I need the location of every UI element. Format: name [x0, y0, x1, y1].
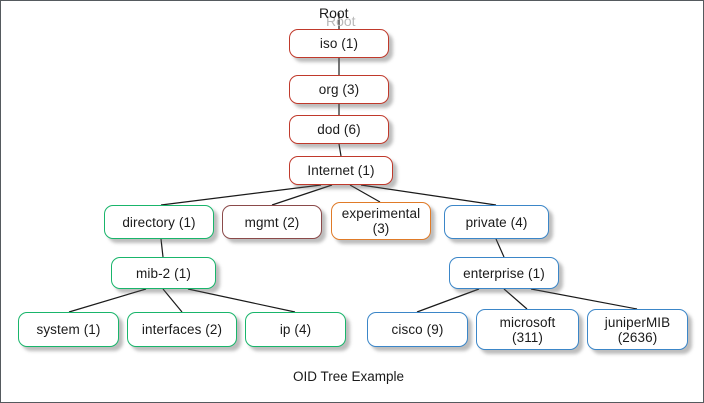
edge-internet-to-experimental: [349, 184, 381, 203]
tree-node-label-directory: directory (1): [122, 214, 196, 230]
tree-node-label-juniperMIB: juniperMIB (2636): [604, 314, 671, 345]
edge-private-to-enterprise: [495, 238, 505, 258]
tree-node-directory[interactable]: directory (1): [104, 205, 214, 239]
tree-node-cisco[interactable]: cisco (9): [367, 312, 468, 347]
root-label: Root: [319, 5, 349, 21]
tree-node-label-ip: ip (4): [279, 322, 312, 337]
root-label-shadow: Root: [326, 13, 356, 29]
tree-node-label-internet: Internet (1): [307, 163, 375, 178]
tree-node-interfaces[interactable]: interfaces (2): [127, 312, 237, 347]
tree-node-iso[interactable]: iso (1): [289, 29, 389, 58]
edge-mib2-to-interfaces: [162, 288, 183, 313]
tree-node-mib2[interactable]: mib-2 (1): [111, 257, 216, 289]
tree-node-label-iso: iso (1): [319, 36, 359, 51]
tree-node-label-private: private (4): [465, 214, 528, 230]
tree-node-label-org: org (3): [318, 82, 360, 97]
tree-node-enterprise[interactable]: enterprise (1): [449, 257, 559, 289]
edge-internet-to-mgmt: [271, 184, 333, 206]
edge-mib2-to-ip: [187, 288, 296, 313]
tree-node-system[interactable]: system (1): [18, 312, 119, 347]
tree-node-label-mgmt: mgmt (2): [244, 214, 300, 230]
edge-enterprise-to-microsoft: [503, 288, 528, 310]
tree-node-label-mib2: mib-2 (1): [136, 265, 191, 281]
edge-dod-to-internet: [338, 143, 342, 157]
tree-node-label-dod: dod (6): [317, 122, 361, 137]
edge-internet-to-directory: [160, 184, 322, 206]
tree-node-experimental[interactable]: experimental (3): [331, 202, 431, 240]
tree-node-microsoft[interactable]: microsoft (311): [476, 309, 579, 350]
tree-node-label-microsoft: microsoft (311): [499, 314, 556, 345]
edge-enterprise-to-cisco: [416, 288, 480, 313]
tree-node-label-experimental: experimental (3): [341, 206, 421, 236]
edge-mib2-to-system: [68, 288, 147, 313]
tree-node-label-system: system (1): [36, 322, 101, 337]
tree-node-ip[interactable]: ip (4): [245, 312, 346, 347]
tree-node-label-interfaces: interfaces (2): [141, 322, 223, 337]
tree-node-dod[interactable]: dod (6): [289, 115, 389, 144]
tree-node-mgmt[interactable]: mgmt (2): [222, 205, 322, 239]
edge-enterprise-to-juniperMIB: [530, 288, 638, 310]
tree-node-private[interactable]: private (4): [444, 205, 549, 239]
tree-node-juniperMIB[interactable]: juniperMIB (2636): [587, 309, 688, 350]
diagram-caption: OID Tree Example: [293, 369, 405, 384]
tree-node-label-cisco: cisco (9): [391, 322, 444, 337]
tree-node-label-enterprise: enterprise (1): [463, 265, 545, 281]
tree-node-org[interactable]: org (3): [289, 75, 389, 104]
tree-node-internet[interactable]: Internet (1): [289, 156, 393, 185]
edge-directory-to-mib2: [160, 238, 164, 258]
